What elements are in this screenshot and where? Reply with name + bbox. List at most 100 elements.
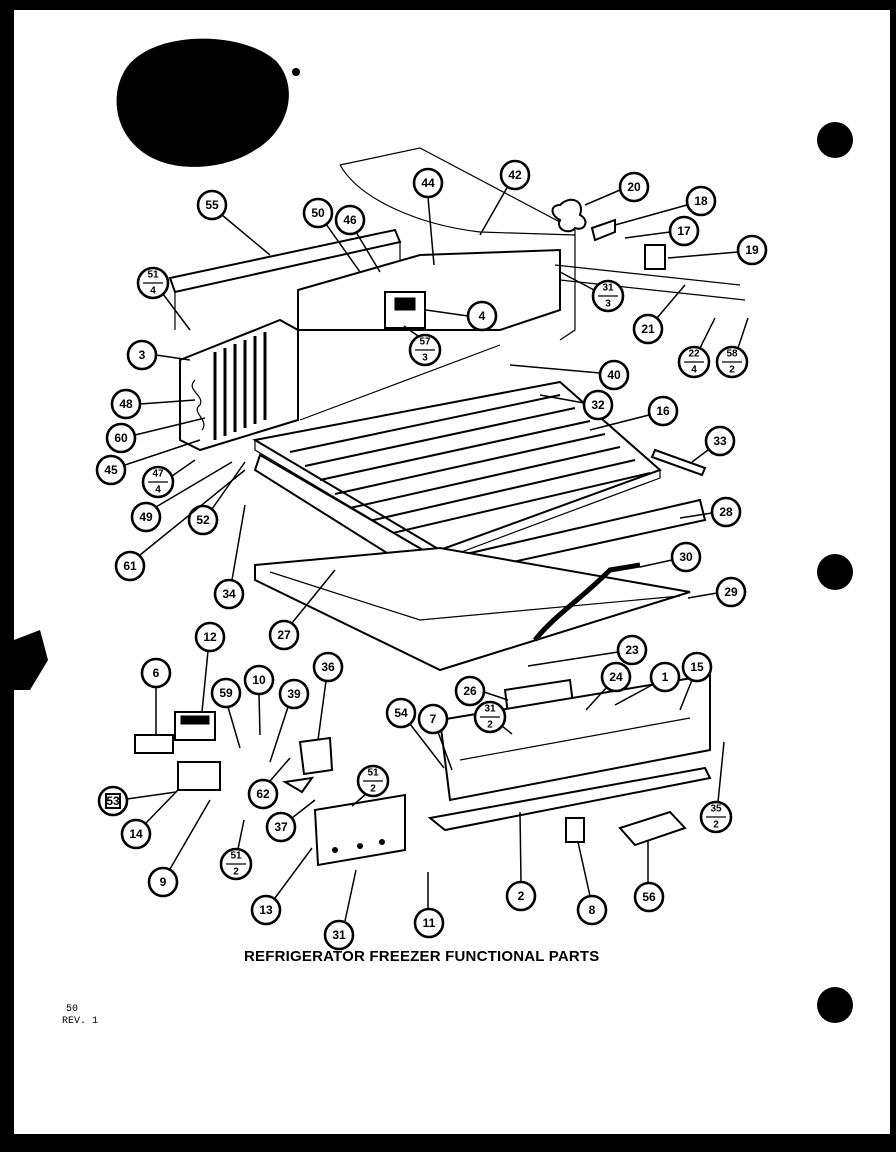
hinge-bracket	[565, 817, 585, 843]
callout-22-4: 224	[677, 345, 711, 379]
callout-label: 4	[479, 309, 486, 323]
callout-label: 33	[713, 434, 727, 448]
callout-14: 14	[120, 818, 152, 850]
callout-label: 24	[609, 670, 623, 684]
callout-18: 18	[685, 185, 717, 217]
bracket-36	[298, 736, 334, 776]
callout-7: 7	[417, 703, 449, 735]
callout-6: 6	[140, 657, 172, 689]
callout-35-2: 352	[699, 800, 733, 834]
callout-55: 55	[196, 189, 228, 221]
punch-hole-bottom	[817, 987, 853, 1023]
callout-47-4: 474	[141, 465, 175, 499]
callout-51-2-right: 512	[356, 764, 390, 798]
callout-label: 15	[690, 660, 704, 674]
callout-label: 47	[152, 469, 164, 480]
callout-label: 36	[321, 660, 335, 674]
callout-label: 51	[367, 768, 379, 779]
callout-label: 12	[203, 630, 217, 644]
callout-label: 51	[147, 270, 159, 281]
callout-label: 49	[139, 510, 153, 524]
callout-label: 42	[508, 168, 522, 182]
center-control-panel	[297, 248, 561, 331]
callout-46: 46	[334, 204, 366, 236]
callout-52: 52	[187, 504, 219, 536]
callout-9: 9	[147, 866, 179, 898]
wire-harness	[533, 562, 641, 642]
cover-plate	[618, 810, 687, 847]
callout-label: 3	[139, 348, 146, 362]
punch-hole-top	[817, 122, 853, 158]
callout-19: 19	[736, 234, 768, 266]
callout-53: 53	[97, 785, 129, 817]
callout-26: 26	[454, 675, 486, 707]
relay-cover	[134, 734, 174, 754]
callout-label: 7	[430, 712, 437, 726]
fan-motor	[644, 244, 666, 270]
callout-21: 21	[632, 313, 664, 345]
callout-label: 31	[332, 928, 346, 942]
punch-hole-middle	[817, 554, 853, 590]
mullion	[254, 546, 691, 672]
callout-label: 37	[274, 820, 288, 834]
callout-label: 62	[256, 787, 270, 801]
callout-48: 48	[110, 388, 142, 420]
callout-label: 19	[745, 243, 759, 257]
callout-40: 40	[598, 359, 630, 391]
callout-quantity: 4	[155, 485, 161, 496]
callout-label: 39	[287, 687, 301, 701]
callout-label: 59	[219, 686, 233, 700]
callout-label: 60	[114, 431, 128, 445]
callout-1: 1	[649, 661, 681, 693]
callout-label: 35	[710, 804, 722, 815]
callout-3: 3	[126, 339, 158, 371]
callout-11: 11	[413, 907, 445, 939]
callout-quantity: 2	[370, 784, 376, 795]
callout-label: 20	[627, 180, 641, 194]
rear-shroud	[339, 147, 576, 341]
callout-label: 18	[694, 194, 708, 208]
callout-label: 31	[602, 283, 614, 294]
callout-56: 56	[633, 881, 665, 913]
callout-label: 10	[252, 673, 266, 687]
callout-label: 26	[463, 684, 477, 698]
callout-51-4: 514	[136, 266, 170, 300]
callout-label: 56	[642, 890, 656, 904]
arrow-shield	[282, 776, 315, 794]
callout-label: 57	[419, 337, 431, 348]
callout-label: 16	[656, 404, 670, 418]
callout-57-3: 573	[408, 333, 442, 367]
callout-quantity: 4	[691, 365, 697, 376]
callout-31: 31	[323, 919, 355, 951]
scan-smudge	[116, 38, 289, 167]
callout-label: 51	[230, 851, 242, 862]
callout-label: 54	[394, 706, 408, 720]
callout-label: 9	[160, 875, 167, 889]
terminal-block	[177, 761, 221, 791]
callout-12: 12	[194, 621, 226, 653]
callout-20: 20	[618, 171, 650, 203]
callout-label: 52	[196, 513, 210, 527]
fan-blade	[551, 198, 587, 233]
callout-54: 54	[385, 697, 417, 729]
callout-36: 36	[312, 651, 344, 683]
callout-label: 29	[724, 585, 738, 599]
callout-label: 11	[423, 916, 436, 930]
callout-33: 33	[704, 425, 736, 457]
callout-15: 15	[681, 651, 713, 683]
evaporator-coil	[179, 318, 299, 452]
callout-58-2: 582	[715, 345, 749, 379]
callout-62: 62	[247, 778, 279, 810]
callout-10: 10	[243, 664, 275, 696]
callout-quantity: 3	[422, 353, 428, 364]
page-number: 50	[66, 1004, 79, 1015]
callout-label: 1	[662, 670, 669, 684]
callout-label: 17	[677, 224, 691, 238]
callout-59: 59	[210, 677, 242, 709]
callout-label: 28	[719, 505, 733, 519]
callout-42: 42	[499, 159, 531, 191]
callout-label: 48	[119, 397, 133, 411]
callout-37: 37	[265, 811, 297, 843]
